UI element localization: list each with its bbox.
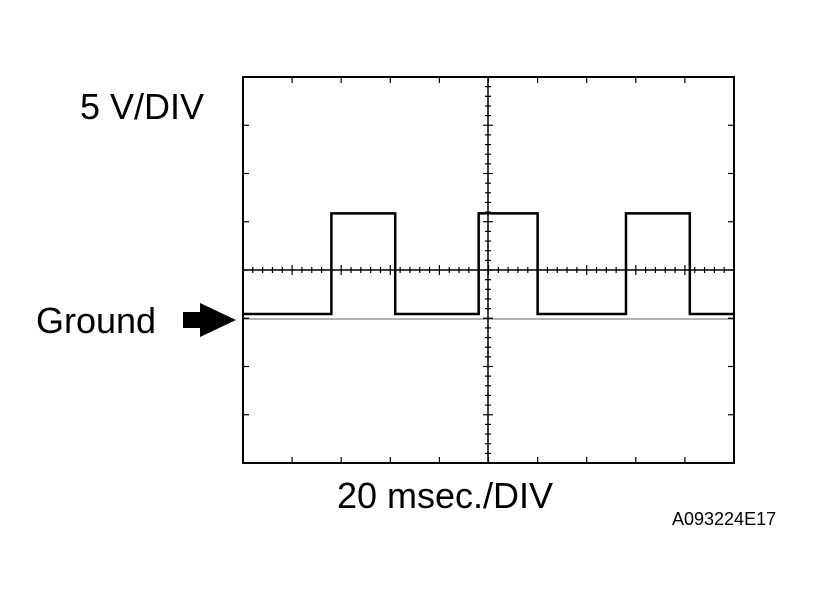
graticule-ticks: [242, 76, 735, 464]
right-arrow-icon: [183, 303, 236, 337]
square-waveform: [243, 212, 734, 316]
time-per-div-label: 20 msec./DIV: [337, 475, 554, 516]
figure-code: A093224E17: [672, 509, 777, 529]
volts-per-div-label: 5 V/DIV: [80, 86, 205, 127]
ground-label: Ground: [36, 300, 157, 341]
